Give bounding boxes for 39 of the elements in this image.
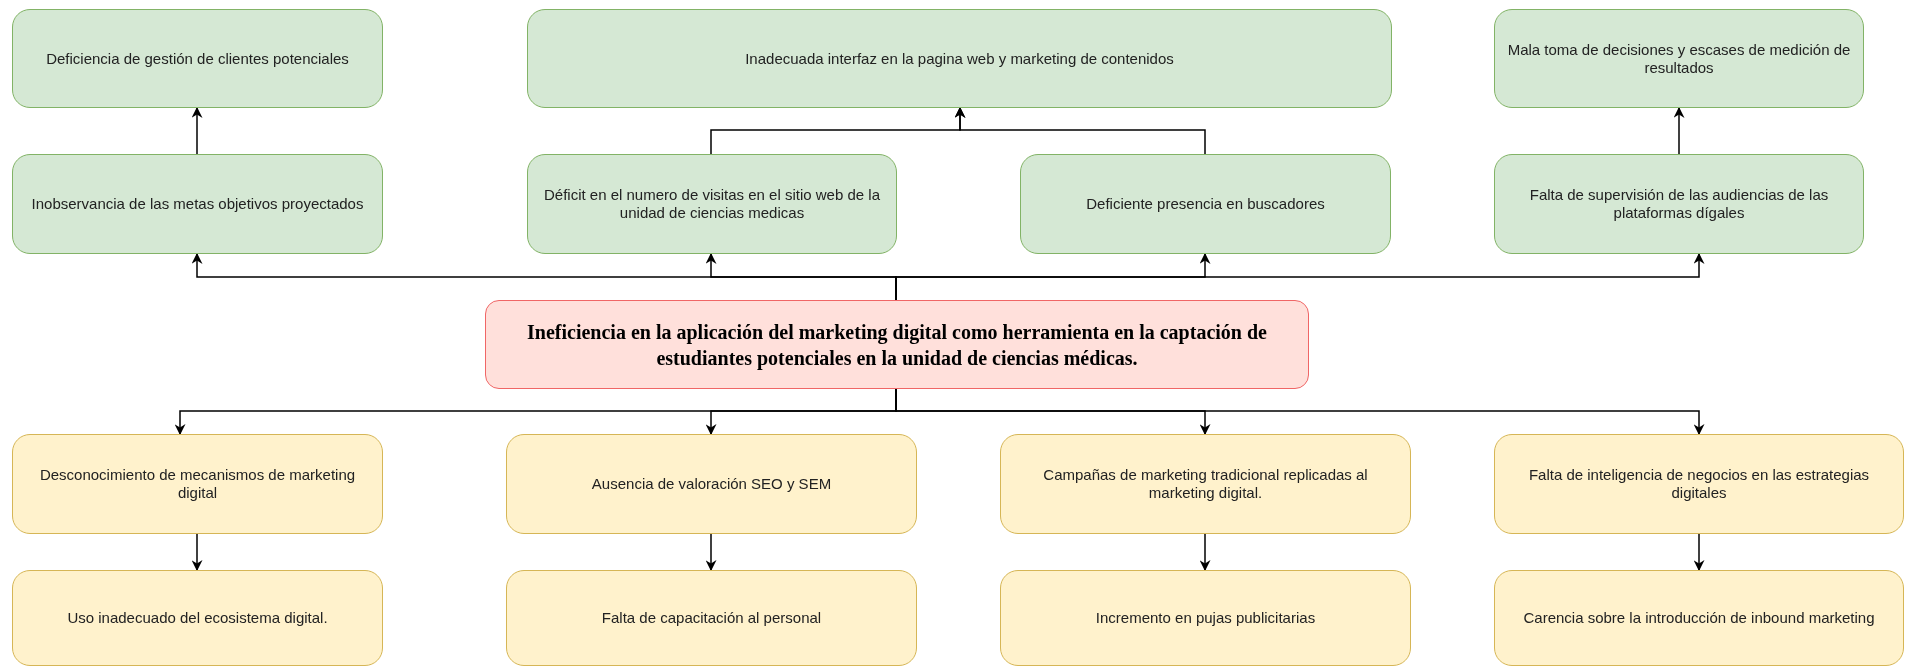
arrow <box>705 533 717 572</box>
box-text: Inadecuada interfaz en la pagina web y marketing de contenidos <box>745 49 1174 68</box>
effect-box <box>527 154 897 254</box>
effect-box <box>12 9 383 108</box>
effect-box <box>1494 9 1864 108</box>
box-text: Deficiencia de gestión de clientes potenciales <box>46 49 349 68</box>
arrow <box>1673 106 1685 155</box>
arrow <box>1199 533 1211 572</box>
box-text: Desconocimiento de mecanismos de marketing digital <box>38 466 357 502</box>
effect-box <box>527 9 1392 108</box>
box-text: Inobservancia de las metas objetivos proyectados <box>31 195 364 213</box>
arrow <box>191 533 203 572</box>
cause-box <box>1000 570 1411 666</box>
box-text: Ineficiencia en la aplicación del marketing digital como herramienta en la captación de estudiantes potenciales en la unidad de ciencias médicas. <box>526 319 1268 371</box>
cause-box <box>1000 434 1411 534</box>
box-text: Falta de supervisión de las audiencias de las plataformas dígales <box>1528 186 1830 222</box>
cause-box <box>12 434 383 534</box>
box-text: Campañas de marketing tradicional replicadas al marketing digital. <box>1042 466 1369 502</box>
arrow <box>191 106 203 155</box>
box-text: Ausencia de valoración SEO y SEM <box>591 475 832 493</box>
box-text: Carencia sobre la introducción de inbound marketing <box>1523 609 1875 627</box>
cause-box <box>1494 570 1904 666</box>
effect-box <box>1494 154 1864 254</box>
arrow <box>954 106 1206 155</box>
cause-box <box>12 570 383 666</box>
cause-box <box>506 570 917 666</box>
box-text: Déficit en el numero de visitas en el sitio web de la unidad de ciencias medicas <box>543 186 881 222</box>
effect-box <box>12 154 383 254</box>
cause-box <box>1494 434 1904 534</box>
effect-box <box>1020 154 1391 254</box>
box-text: Mala toma de decisiones y escases de medición de resultados <box>1506 40 1852 77</box>
box-text: Deficiente presencia en buscadores <box>1086 195 1325 213</box>
box-text: Uso inadecuado del ecosistema digital. <box>67 609 328 627</box>
box-text: Falta de capacitación al personal <box>601 609 822 627</box>
cause-box <box>506 434 917 534</box>
box-text: Incremento en pujas publicitarias <box>1095 609 1316 627</box>
arrow <box>1693 533 1705 572</box>
problem-box <box>485 300 1309 389</box>
box-text: Falta de inteligencia de negocios en las estrategias digitales <box>1527 466 1871 502</box>
